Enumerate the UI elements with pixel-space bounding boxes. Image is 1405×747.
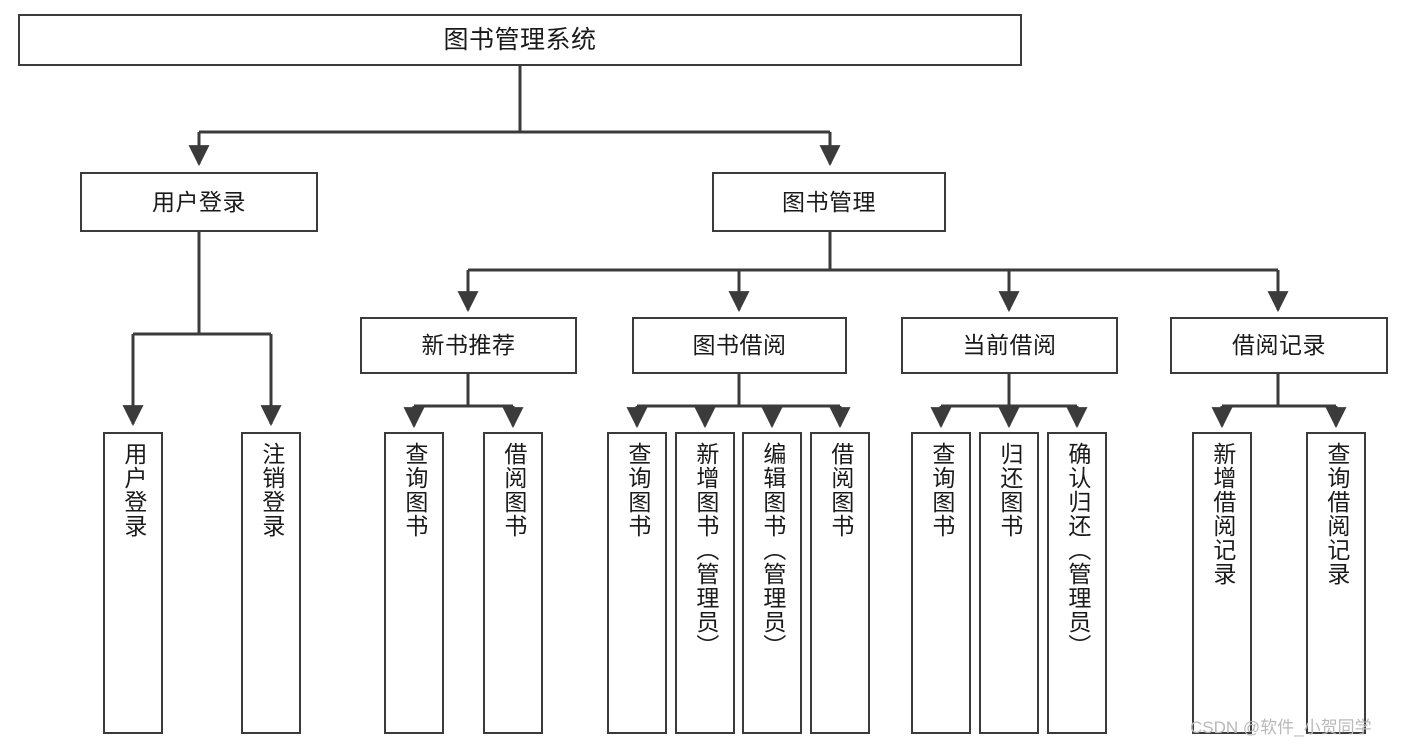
- node-leaf-confirm-return-label: 确认归还（管理员）: [1064, 442, 1091, 658]
- node-leaf-add-record-label: 新增借阅记录: [1209, 442, 1236, 586]
- node-leaf-edit-book[interactable]: 编辑图书（管理员）: [742, 432, 802, 734]
- node-leaf-borrow-book-1[interactable]: 借阅图书: [483, 432, 543, 734]
- node-leaf-borrow-book-1-label: 借阅图书: [500, 442, 527, 538]
- node-leaf-borrow-book-2[interactable]: 借阅图书: [810, 432, 870, 734]
- node-current-borrow-label: 当前借阅: [962, 332, 1057, 358]
- node-leaf-query-record[interactable]: 查询借阅记录: [1306, 432, 1366, 734]
- node-root-label: 图书管理系统: [443, 25, 597, 54]
- node-new-book-recommend[interactable]: 新书推荐: [360, 317, 577, 374]
- node-leaf-borrow-book-2-label: 借阅图书: [827, 442, 854, 538]
- node-leaf-query-book-2[interactable]: 查询图书: [607, 432, 667, 734]
- csdn-watermark: CSDN @软件_小贺同学: [1190, 718, 1372, 737]
- node-book-manage-label: 图书管理: [782, 188, 876, 215]
- node-leaf-user-login-label: 用户登录: [120, 442, 147, 538]
- node-borrow-record[interactable]: 借阅记录: [1170, 317, 1388, 374]
- node-leaf-user-logout-label: 注销登录: [258, 442, 285, 538]
- node-borrow-record-label: 借阅记录: [1232, 332, 1326, 358]
- node-leaf-return-book[interactable]: 归还图书: [979, 432, 1039, 734]
- node-leaf-query-book-1-label: 查询图书: [401, 442, 428, 538]
- node-leaf-query-record-label: 查询借阅记录: [1323, 442, 1350, 586]
- node-leaf-add-book[interactable]: 新增图书（管理员）: [675, 432, 735, 734]
- node-book-manage[interactable]: 图书管理: [712, 172, 946, 232]
- node-new-book-recommend-label: 新书推荐: [421, 332, 516, 358]
- node-leaf-confirm-return[interactable]: 确认归还（管理员）: [1047, 432, 1107, 734]
- node-leaf-query-book-3[interactable]: 查询图书: [911, 432, 971, 734]
- node-leaf-query-book-3-label: 查询图书: [928, 442, 955, 538]
- node-leaf-query-book-1[interactable]: 查询图书: [384, 432, 444, 734]
- node-leaf-user-login[interactable]: 用户登录: [103, 432, 163, 734]
- node-leaf-edit-book-label: 编辑图书（管理员）: [759, 442, 786, 658]
- node-leaf-return-book-label: 归还图书: [996, 442, 1023, 538]
- node-leaf-add-record[interactable]: 新增借阅记录: [1192, 432, 1252, 734]
- node-user-login-label: 用户登录: [152, 188, 246, 215]
- node-book-borrow[interactable]: 图书借阅: [632, 317, 847, 374]
- node-leaf-user-logout[interactable]: 注销登录: [241, 432, 301, 734]
- node-leaf-add-book-label: 新增图书（管理员）: [692, 442, 719, 658]
- node-book-borrow-label: 图书借阅: [692, 332, 787, 358]
- node-user-login[interactable]: 用户登录: [80, 172, 318, 232]
- node-root[interactable]: 图书管理系统: [18, 14, 1022, 66]
- node-leaf-query-book-2-label: 查询图书: [624, 442, 651, 538]
- node-current-borrow[interactable]: 当前借阅: [901, 317, 1118, 374]
